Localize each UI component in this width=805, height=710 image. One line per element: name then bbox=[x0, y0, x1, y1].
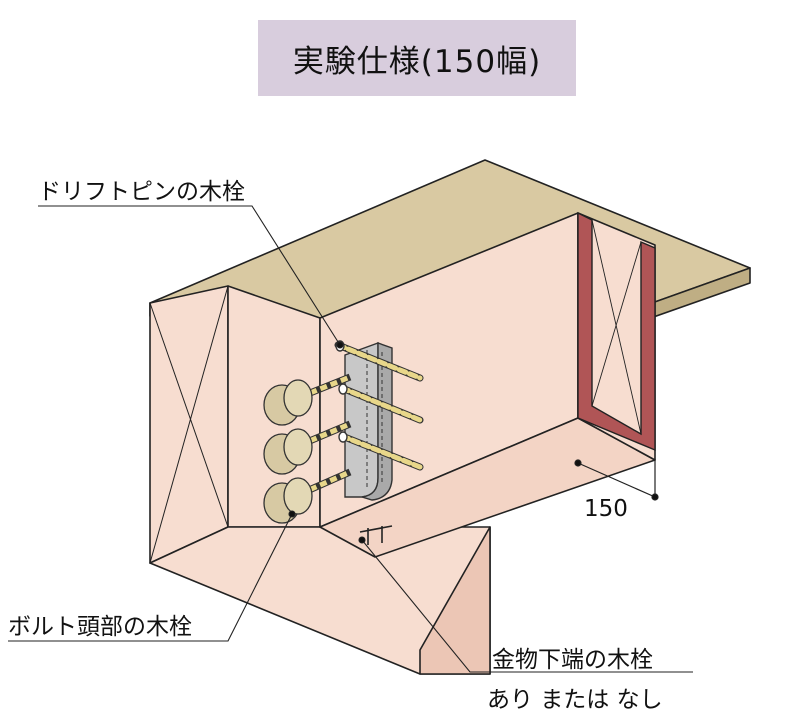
title-box: 実験仕様(150幅) bbox=[258, 20, 576, 96]
label-with-or-without: あり または なし bbox=[487, 687, 663, 710]
drift-pins bbox=[334, 340, 424, 471]
label-bolt-head-dowel: ボルト頭部の木栓 bbox=[8, 614, 192, 640]
leader-lines bbox=[8, 205, 693, 673]
label-drift-pin-dowel: ドリフトピンの木栓 bbox=[38, 179, 245, 205]
dimension-line bbox=[574, 459, 659, 501]
label-hardware-bottom-dowel: 金物下端の木栓 bbox=[492, 647, 653, 673]
steel-frame bbox=[577, 211, 656, 452]
page-title: 実験仕様(150幅) bbox=[292, 43, 542, 80]
bolt-head-dowels bbox=[263, 379, 313, 524]
bottom-dowel-mark bbox=[359, 525, 393, 545]
metal-plate bbox=[344, 342, 393, 501]
dimension-value: 150 bbox=[584, 496, 628, 522]
girder bbox=[149, 285, 491, 675]
